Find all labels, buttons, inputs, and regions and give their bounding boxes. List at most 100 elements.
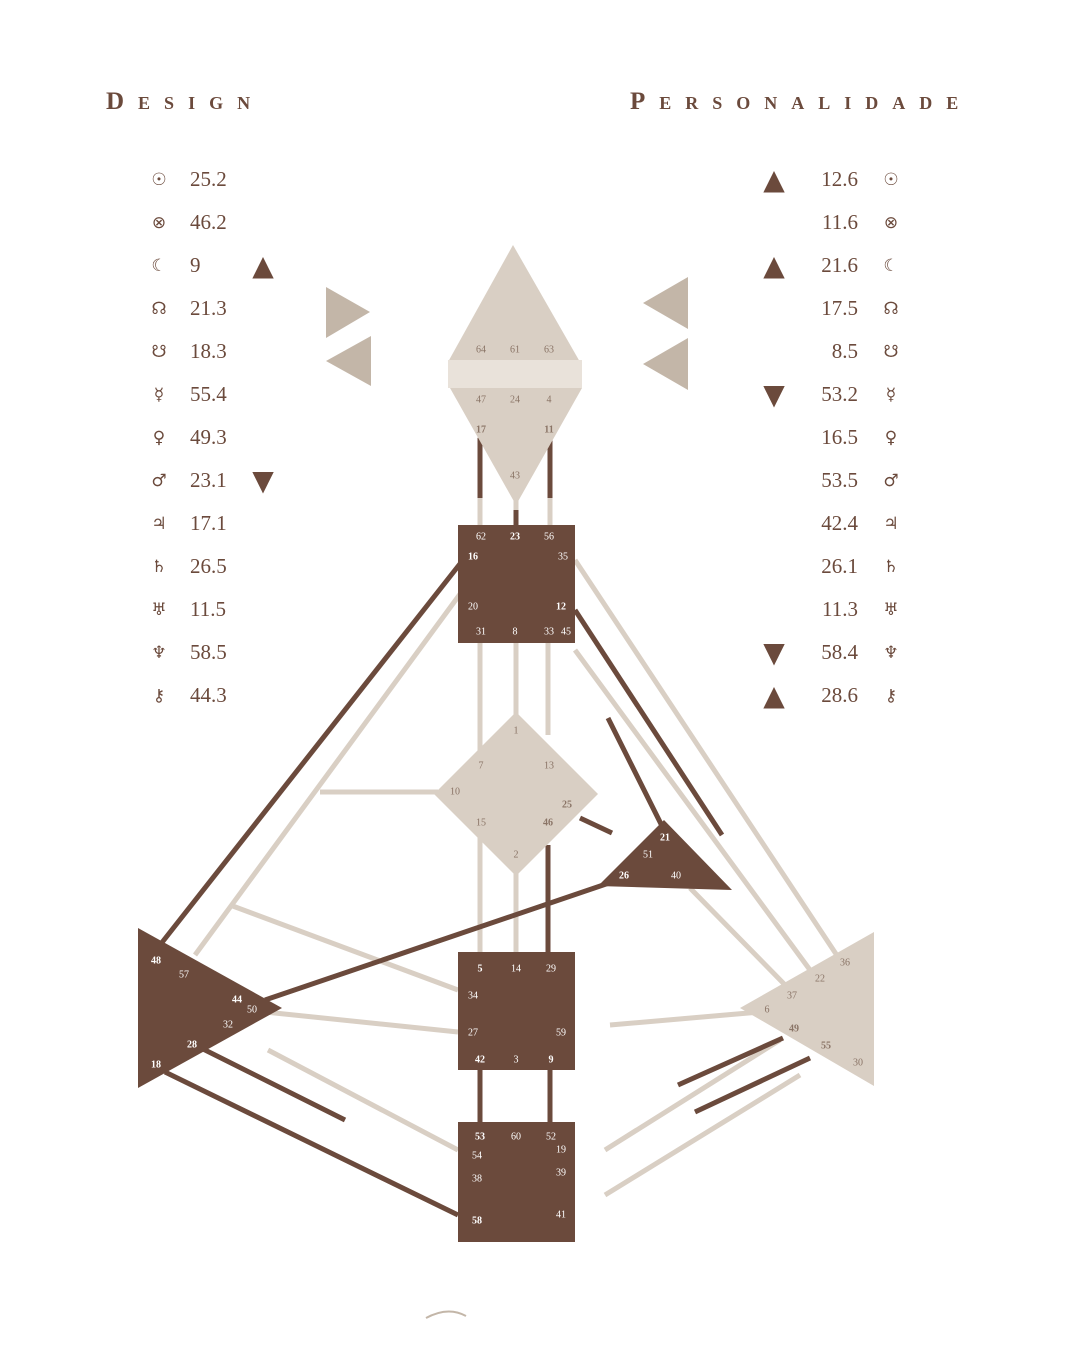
- design-value: 11.5: [190, 597, 226, 621]
- gate-58: 58: [472, 1215, 482, 1226]
- gate-9: 9: [549, 1054, 554, 1065]
- design-arrow-right-icon: [326, 287, 370, 338]
- design-row: ☾9▲: [148, 244, 288, 287]
- triangle-up-icon: ▲: [763, 679, 785, 712]
- personality-row: 16.5♀: [756, 416, 906, 459]
- personality-row: 53.5 ♂: [756, 459, 906, 502]
- channel-line: [264, 879, 613, 1003]
- design-row: ☿55.4: [148, 373, 288, 416]
- personality-value: 11.6: [822, 210, 858, 234]
- gate-38: 38: [472, 1173, 482, 1184]
- personality-value: 12.6: [821, 167, 858, 191]
- personality-row: 26.1♄: [756, 545, 906, 588]
- personality-arrow-left-icon-2: [643, 338, 688, 390]
- gate-34: 34: [468, 990, 478, 1001]
- channel-line: [693, 1055, 812, 1115]
- gate-17: 17: [476, 424, 486, 435]
- moon-icon: ☾: [151, 255, 167, 276]
- personality-value: 58.4: [821, 640, 858, 664]
- personality-value: 8.5: [831, 339, 858, 363]
- root-center: [458, 1122, 575, 1242]
- south-node-icon: ☋: [151, 341, 167, 362]
- gate-23: 23: [510, 531, 520, 542]
- ajna-center: [450, 388, 582, 505]
- mercury-icon: ☿: [885, 384, 897, 405]
- gate-12: 12: [556, 601, 566, 612]
- gate-60: 60: [511, 1131, 521, 1142]
- channel-line: [192, 588, 466, 957]
- design-arrow-left-icon: [326, 336, 371, 386]
- gate-55: 55: [821, 1040, 831, 1051]
- channel-line: [676, 1035, 785, 1088]
- personality-row: ▲28.6⚷: [756, 674, 906, 717]
- north-node-icon: ☊: [883, 298, 899, 319]
- gate-15: 15: [476, 817, 486, 828]
- channel-line: [605, 716, 665, 828]
- design-row: ♅ 11.5: [148, 588, 288, 631]
- channel-line: [572, 558, 843, 962]
- triangle-up-icon: ▲: [763, 163, 785, 196]
- channel-line: [609, 1009, 761, 1028]
- gate-4: 4: [547, 394, 552, 405]
- undefined-channels: [192, 365, 843, 1198]
- gate-42: 42: [475, 1054, 485, 1065]
- gate-10: 10: [450, 786, 460, 797]
- throat-center: [458, 525, 575, 643]
- earth-icon: ⊗: [151, 212, 167, 233]
- channel-line: [266, 1047, 460, 1153]
- channel-line: [603, 1072, 802, 1198]
- gate-63: 63: [544, 344, 554, 355]
- triangle-down-icon: ▼: [763, 636, 785, 669]
- design-row: ♆58.5: [148, 631, 288, 674]
- design-value: 23.1: [190, 468, 227, 492]
- gate-11: 11: [544, 424, 553, 435]
- personality-value: 53.5: [821, 468, 858, 492]
- chiron-icon: ⚷: [884, 685, 898, 706]
- heart-center: [598, 820, 732, 890]
- gate-56: 56: [544, 531, 554, 542]
- channel-line: [158, 558, 465, 947]
- design-value: 55.4: [190, 382, 227, 406]
- sun-icon: ☉: [151, 169, 167, 190]
- gate-16: 16: [468, 551, 478, 562]
- personality-row: ▼58.4♆: [756, 631, 906, 674]
- channel-line: [163, 1069, 460, 1218]
- personality-row: ▲ 12.6 ☉: [756, 158, 906, 201]
- gate-25: 25: [562, 799, 572, 810]
- personality-arrow-left-icon: [643, 277, 688, 329]
- channel-line: [572, 648, 813, 972]
- gate-46: 46: [543, 817, 553, 828]
- design-row: ♃17.1: [148, 502, 288, 545]
- gate-7: 7: [479, 760, 484, 771]
- head-ajna-bridge: [448, 360, 582, 388]
- saturn-icon: ♄: [151, 556, 167, 577]
- design-row: ⚷44.3: [148, 674, 288, 717]
- gate-1: 1: [514, 725, 519, 736]
- mars-icon: ♂: [883, 470, 899, 491]
- design-value: 18.3: [190, 339, 227, 363]
- gate-53: 53: [475, 1131, 485, 1142]
- design-value: 44.3: [190, 683, 227, 707]
- gate-52: 52: [546, 1131, 556, 1142]
- solar-plexus-center: [740, 932, 874, 1086]
- gate-18: 18: [151, 1059, 161, 1070]
- uranus-icon: ♅: [151, 599, 167, 620]
- gate-36: 36: [840, 957, 850, 968]
- design-row: ☊21.3: [148, 287, 288, 330]
- decorative-stroke: [425, 1310, 467, 1319]
- triangle-down-icon: ▼: [763, 378, 785, 411]
- triangle-up-icon: ▲: [252, 249, 274, 282]
- gate-14: 14: [511, 963, 521, 974]
- personality-activations-list: ▲12.6☉11.6⊗▲21.6☾17.5☊8.5☋▼53.2☿16.5♀53.…: [756, 158, 906, 717]
- gate-20: 20: [468, 601, 478, 612]
- gate-54: 54: [472, 1150, 482, 1161]
- personality-row: ▼53.2☿: [756, 373, 906, 416]
- channel-line: [603, 1037, 782, 1153]
- gate-47: 47: [476, 394, 486, 405]
- sun-icon: ☉: [883, 169, 899, 190]
- gate-6: 6: [765, 1004, 770, 1015]
- personality-value: 16.5: [821, 425, 858, 449]
- gate-37: 37: [787, 990, 797, 1001]
- personality-value: 26.1: [821, 554, 858, 578]
